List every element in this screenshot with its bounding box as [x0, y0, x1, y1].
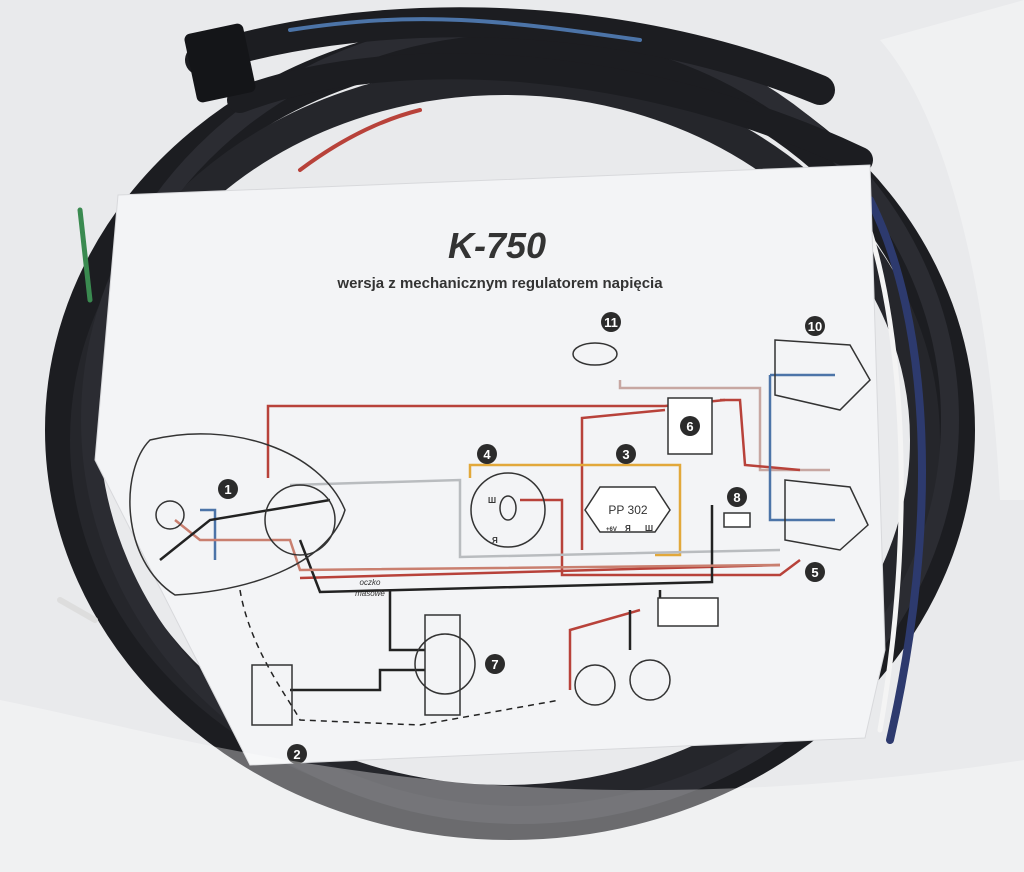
generator-terminal-sha: Ш: [488, 496, 496, 505]
headlight: [129, 433, 346, 596]
marker-11: 11: [601, 312, 621, 332]
svg-text:6: 6: [686, 419, 693, 434]
diagram-title: K-750: [448, 225, 546, 266]
svg-text:7: 7: [491, 657, 498, 672]
wiring-diagram: [159, 373, 835, 726]
connector-plug: [184, 23, 256, 103]
svg-text:10: 10: [808, 319, 822, 334]
ground-label-line2: masowe: [355, 589, 385, 598]
generator: [470, 472, 546, 548]
marker-1: 1: [218, 479, 238, 499]
svg-text:8: 8: [733, 490, 740, 505]
marker-10: 10: [805, 316, 825, 336]
svg-text:4: 4: [483, 447, 491, 462]
marker-3: 3: [616, 444, 636, 464]
marker-8: 8: [727, 487, 747, 507]
regulator-label: PP 302: [608, 503, 647, 517]
svg-text:2: 2: [293, 747, 300, 762]
svg-text:3: 3: [622, 447, 629, 462]
marker-5: 5: [805, 562, 825, 582]
marker-2: 2: [287, 744, 307, 764]
regulator-terminal-sha: Ш: [645, 524, 653, 533]
marker-4: 4: [477, 444, 497, 464]
regulator-terminal-6v: +6V: [606, 527, 617, 533]
marker-7: 7: [485, 654, 505, 674]
generator-terminal-ya: Я: [492, 536, 498, 545]
voltage-regulator: PP 302 +6V Я Ш: [584, 486, 671, 533]
diagram-subtitle: wersja z mechanicznym regulatorem napięc…: [336, 275, 663, 292]
marker-6: 6: [680, 416, 700, 436]
svg-text:11: 11: [604, 315, 618, 330]
taillight: [251, 339, 871, 726]
svg-text:5: 5: [811, 565, 818, 580]
ground-label-line1: oczko: [360, 578, 381, 587]
svg-text:1: 1: [224, 482, 231, 497]
regulator-terminal-ya: Я: [625, 524, 631, 533]
